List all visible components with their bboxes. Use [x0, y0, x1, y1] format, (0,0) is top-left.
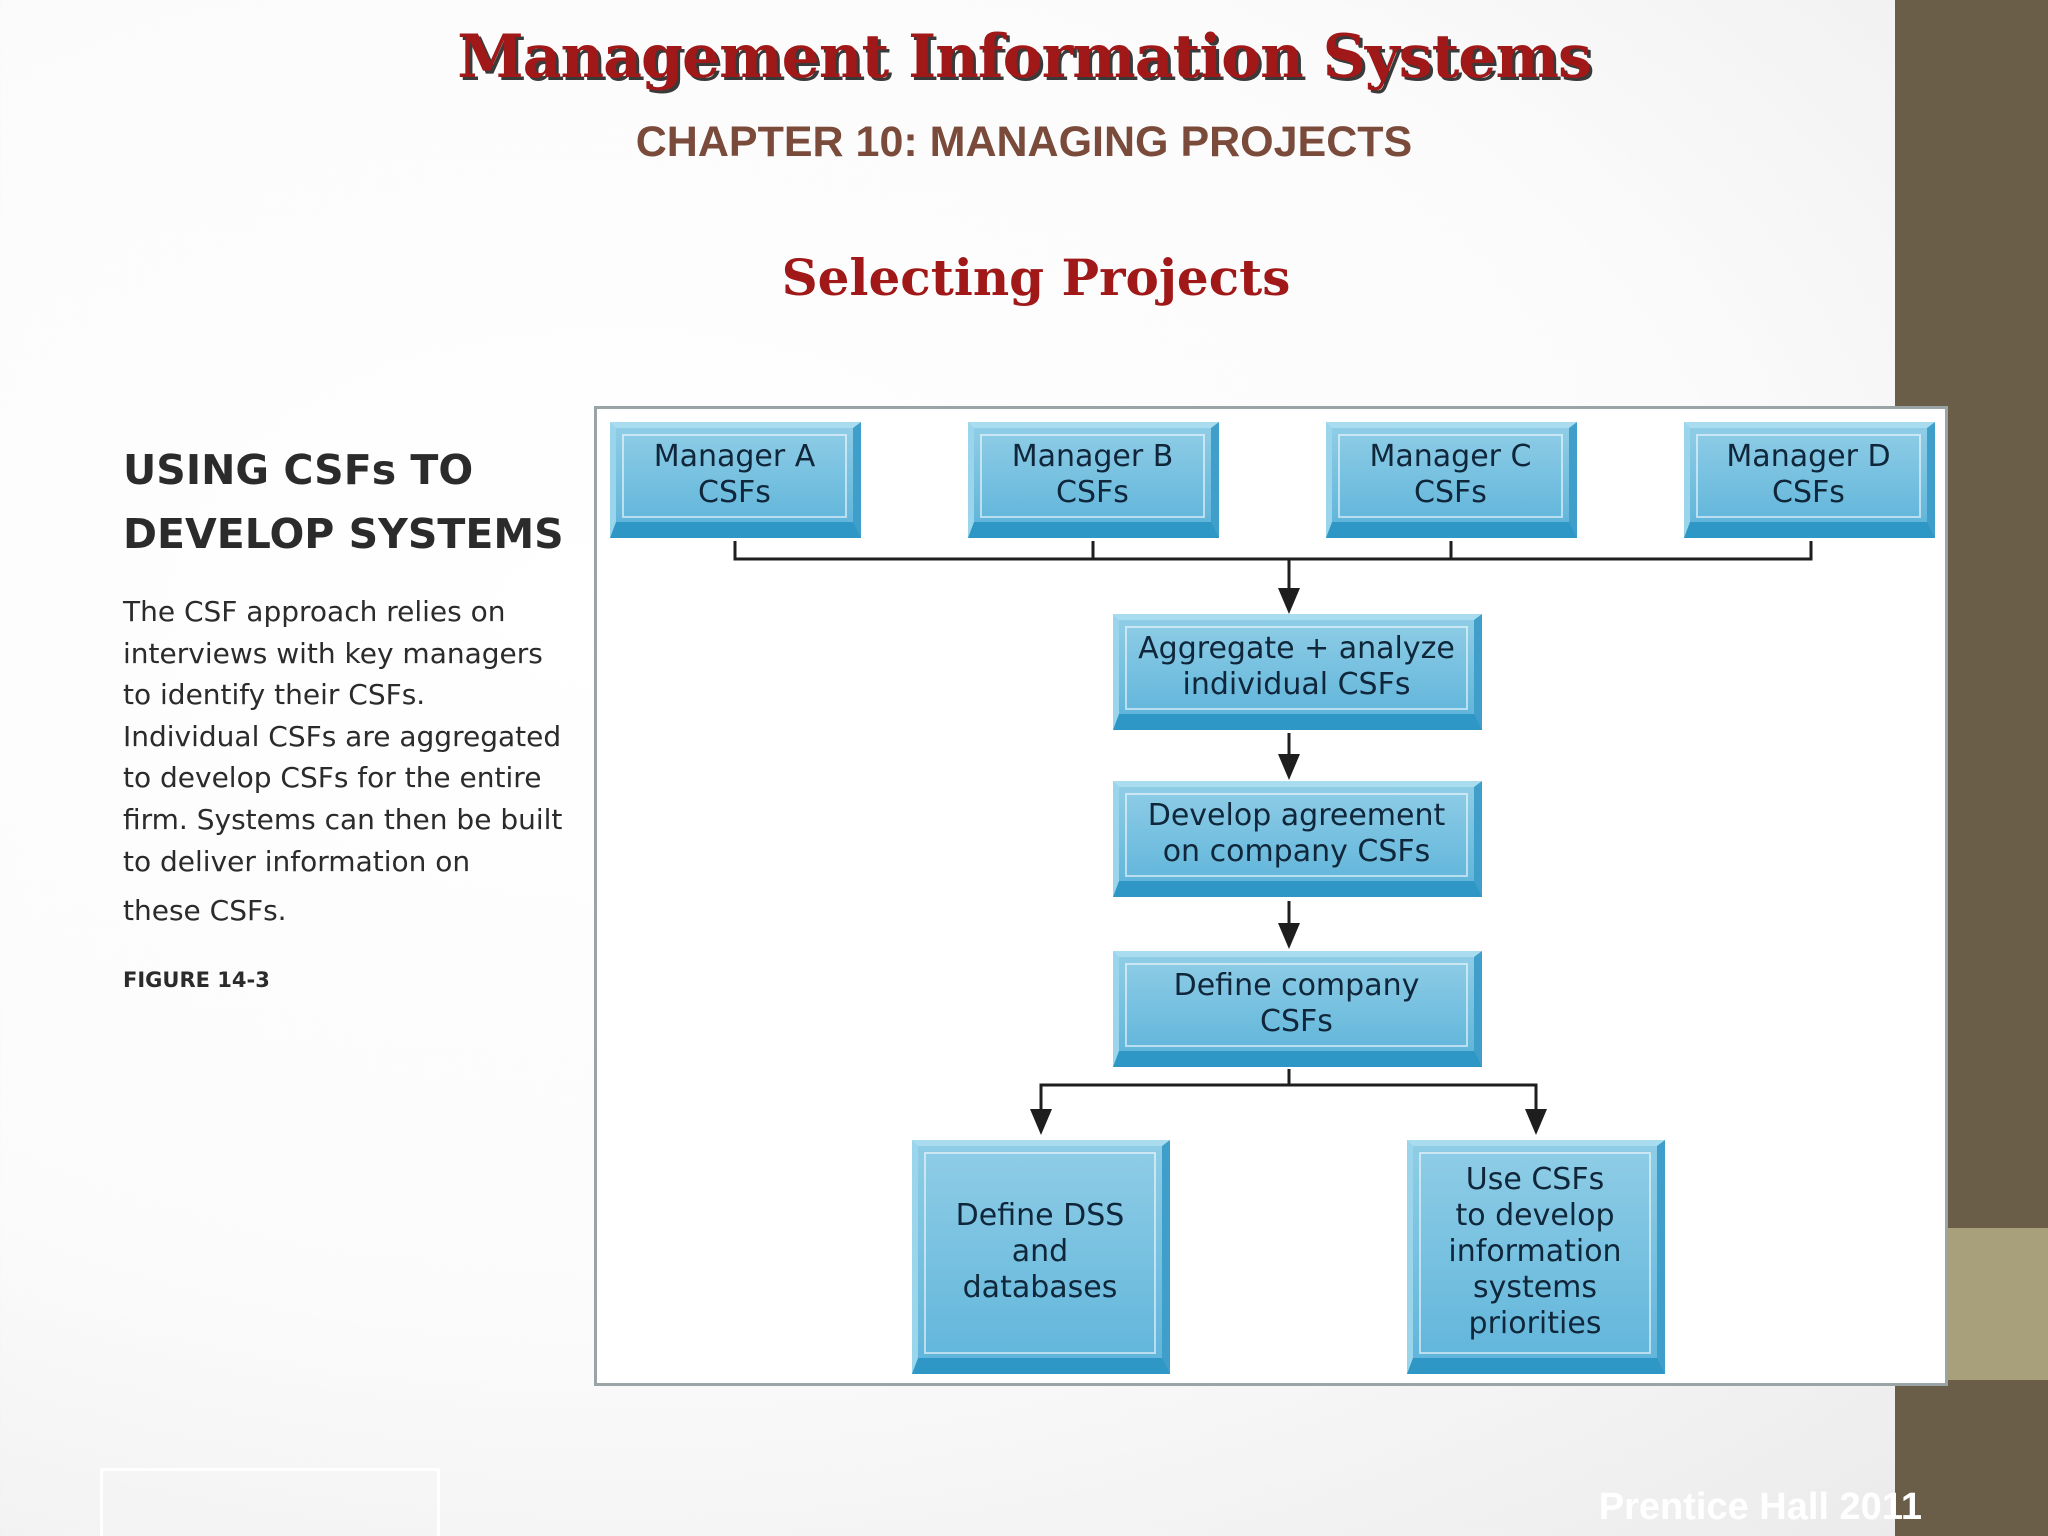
- left-heading: USING CSFs TO DEVELOP SYSTEMS: [123, 438, 593, 566]
- left-heading-line-1: USING CSFs TO: [123, 446, 474, 494]
- body-line: to develop CSFs for the entire: [123, 761, 542, 795]
- box-label: Aggregate + analyze individual CSFs: [1138, 631, 1455, 702]
- left-body-text: The CSF approach relies on interviews wi…: [123, 591, 563, 932]
- body-line: to identify their CSFs.: [123, 678, 426, 712]
- manager-b-csfs-box: Manager B CSFs: [968, 422, 1219, 538]
- box-label: Manager D CSFs: [1726, 439, 1891, 510]
- manager-d-csfs-box: Manager D CSFs: [1684, 422, 1935, 538]
- connector-manager-a: [733, 541, 1813, 561]
- arrow-to-priorities: [1525, 1109, 1547, 1135]
- define-company-csfs-box: Define company CSFs: [1113, 951, 1482, 1067]
- aggregate-analyze-box: Aggregate + analyze individual CSFs: [1113, 614, 1482, 730]
- arrow-to-define: [1278, 923, 1300, 949]
- define-dss-box: Define DSS and databases: [912, 1140, 1170, 1374]
- slide-main-title: Management Information Systems: [457, 22, 1591, 92]
- diagram-connectors: [733, 541, 1813, 1135]
- figure-label: FIGURE 14-3: [123, 968, 270, 992]
- section-title: Selecting Projects: [781, 248, 1291, 307]
- csf-diagram: Manager A CSFs Manager B CSFs Manager C …: [594, 406, 1948, 1386]
- box-label: Manager C CSFs: [1369, 439, 1532, 510]
- box-label: Manager B CSFs: [1011, 439, 1174, 510]
- footer-credit: Prentice Hall 2011: [1598, 1486, 1922, 1528]
- arrow-to-agreement: [1278, 754, 1300, 780]
- box-label: Use CSFs to develop information systems …: [1448, 1162, 1622, 1341]
- connector-define-split: [1039, 1069, 1538, 1129]
- footer-outline: [100, 1468, 440, 1536]
- box-label: Define DSS and databases: [955, 1198, 1125, 1305]
- manager-c-csfs-box: Manager C CSFs: [1326, 422, 1577, 538]
- body-line: interviews with key managers: [123, 636, 543, 670]
- body-line: to deliver information on: [123, 844, 471, 878]
- left-heading-line-2: DEVELOP SYSTEMS: [123, 510, 564, 558]
- arrow-to-dss: [1030, 1109, 1052, 1135]
- chapter-subtitle: CHAPTER 10: MANAGING PROJECTS: [635, 118, 1413, 166]
- use-csfs-priorities-box: Use CSFs to develop information systems …: [1407, 1140, 1665, 1374]
- body-line: Individual CSFs are aggregated: [123, 719, 562, 753]
- arrow-to-aggregate: [1278, 588, 1300, 614]
- box-label: Define company CSFs: [1173, 968, 1420, 1039]
- body-line: these CSFs.: [123, 894, 287, 928]
- manager-a-csfs-box: Manager A CSFs: [610, 422, 861, 538]
- body-line: firm. Systems can then be built: [123, 802, 563, 836]
- box-label: Develop agreement on company CSFs: [1147, 798, 1446, 869]
- develop-agreement-box: Develop agreement on company CSFs: [1113, 781, 1482, 897]
- body-line: The CSF approach relies on: [123, 595, 506, 628]
- box-label: Manager A CSFs: [653, 439, 816, 510]
